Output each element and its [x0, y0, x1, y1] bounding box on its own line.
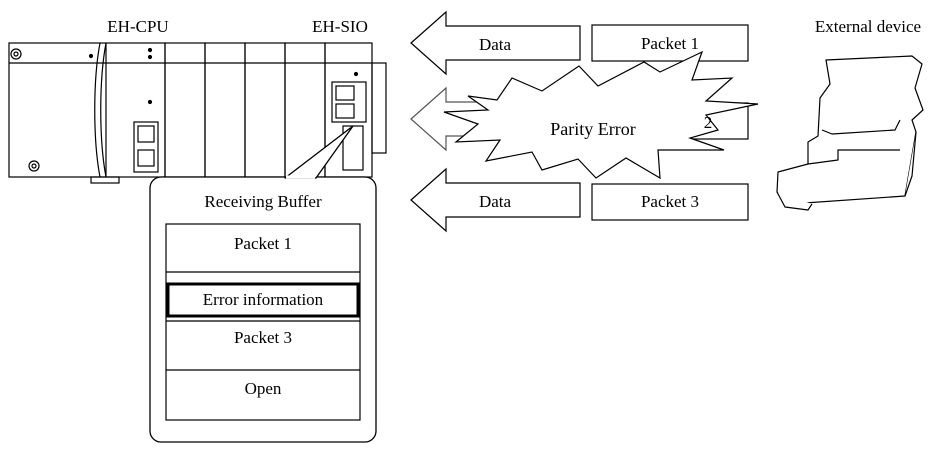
packet-middle-fragment: 2 [704, 113, 713, 132]
buffer-slot-label: Packet 3 [234, 328, 292, 347]
mount-hole-icon [10, 48, 22, 60]
parity-error-label: Parity Error [550, 119, 635, 139]
packet-top-label: Packet 1 [641, 34, 699, 53]
external-device-label: External device [815, 17, 921, 36]
data-label-bottom: Data [479, 192, 512, 211]
buffer-slot-label: Open [245, 379, 282, 398]
buffer-slot-label: Error information [203, 290, 324, 309]
sio-port-block [331, 81, 367, 123]
cpu-port-block [133, 121, 159, 173]
receiving-buffer [165, 223, 361, 421]
packet-box-top [591, 24, 749, 62]
arrow-bottom [410, 167, 581, 233]
cpu-port-icon [137, 149, 155, 167]
arrow-top [410, 10, 581, 76]
packet-bottom-label: Packet 3 [641, 192, 699, 211]
buffer-slot-label: Packet 1 [234, 234, 292, 253]
cpu-port-icon [137, 125, 155, 143]
cpu-label: EH-CPU [107, 17, 168, 36]
error-slot-highlight [166, 282, 360, 318]
buffer-title: Receiving Buffer [204, 192, 322, 211]
packet-box-bottom [591, 183, 749, 221]
sio-port-icon [335, 103, 355, 119]
external-device-icon [776, 55, 924, 211]
sio-port-icon [335, 85, 355, 101]
cpu-front-curve [94, 42, 101, 178]
sio-label: EH-SIO [312, 17, 368, 36]
ground-screw-icon [28, 160, 40, 172]
data-label-top: Data [479, 35, 512, 54]
plc-rack [8, 42, 387, 184]
parity-error-burst [443, 50, 759, 180]
